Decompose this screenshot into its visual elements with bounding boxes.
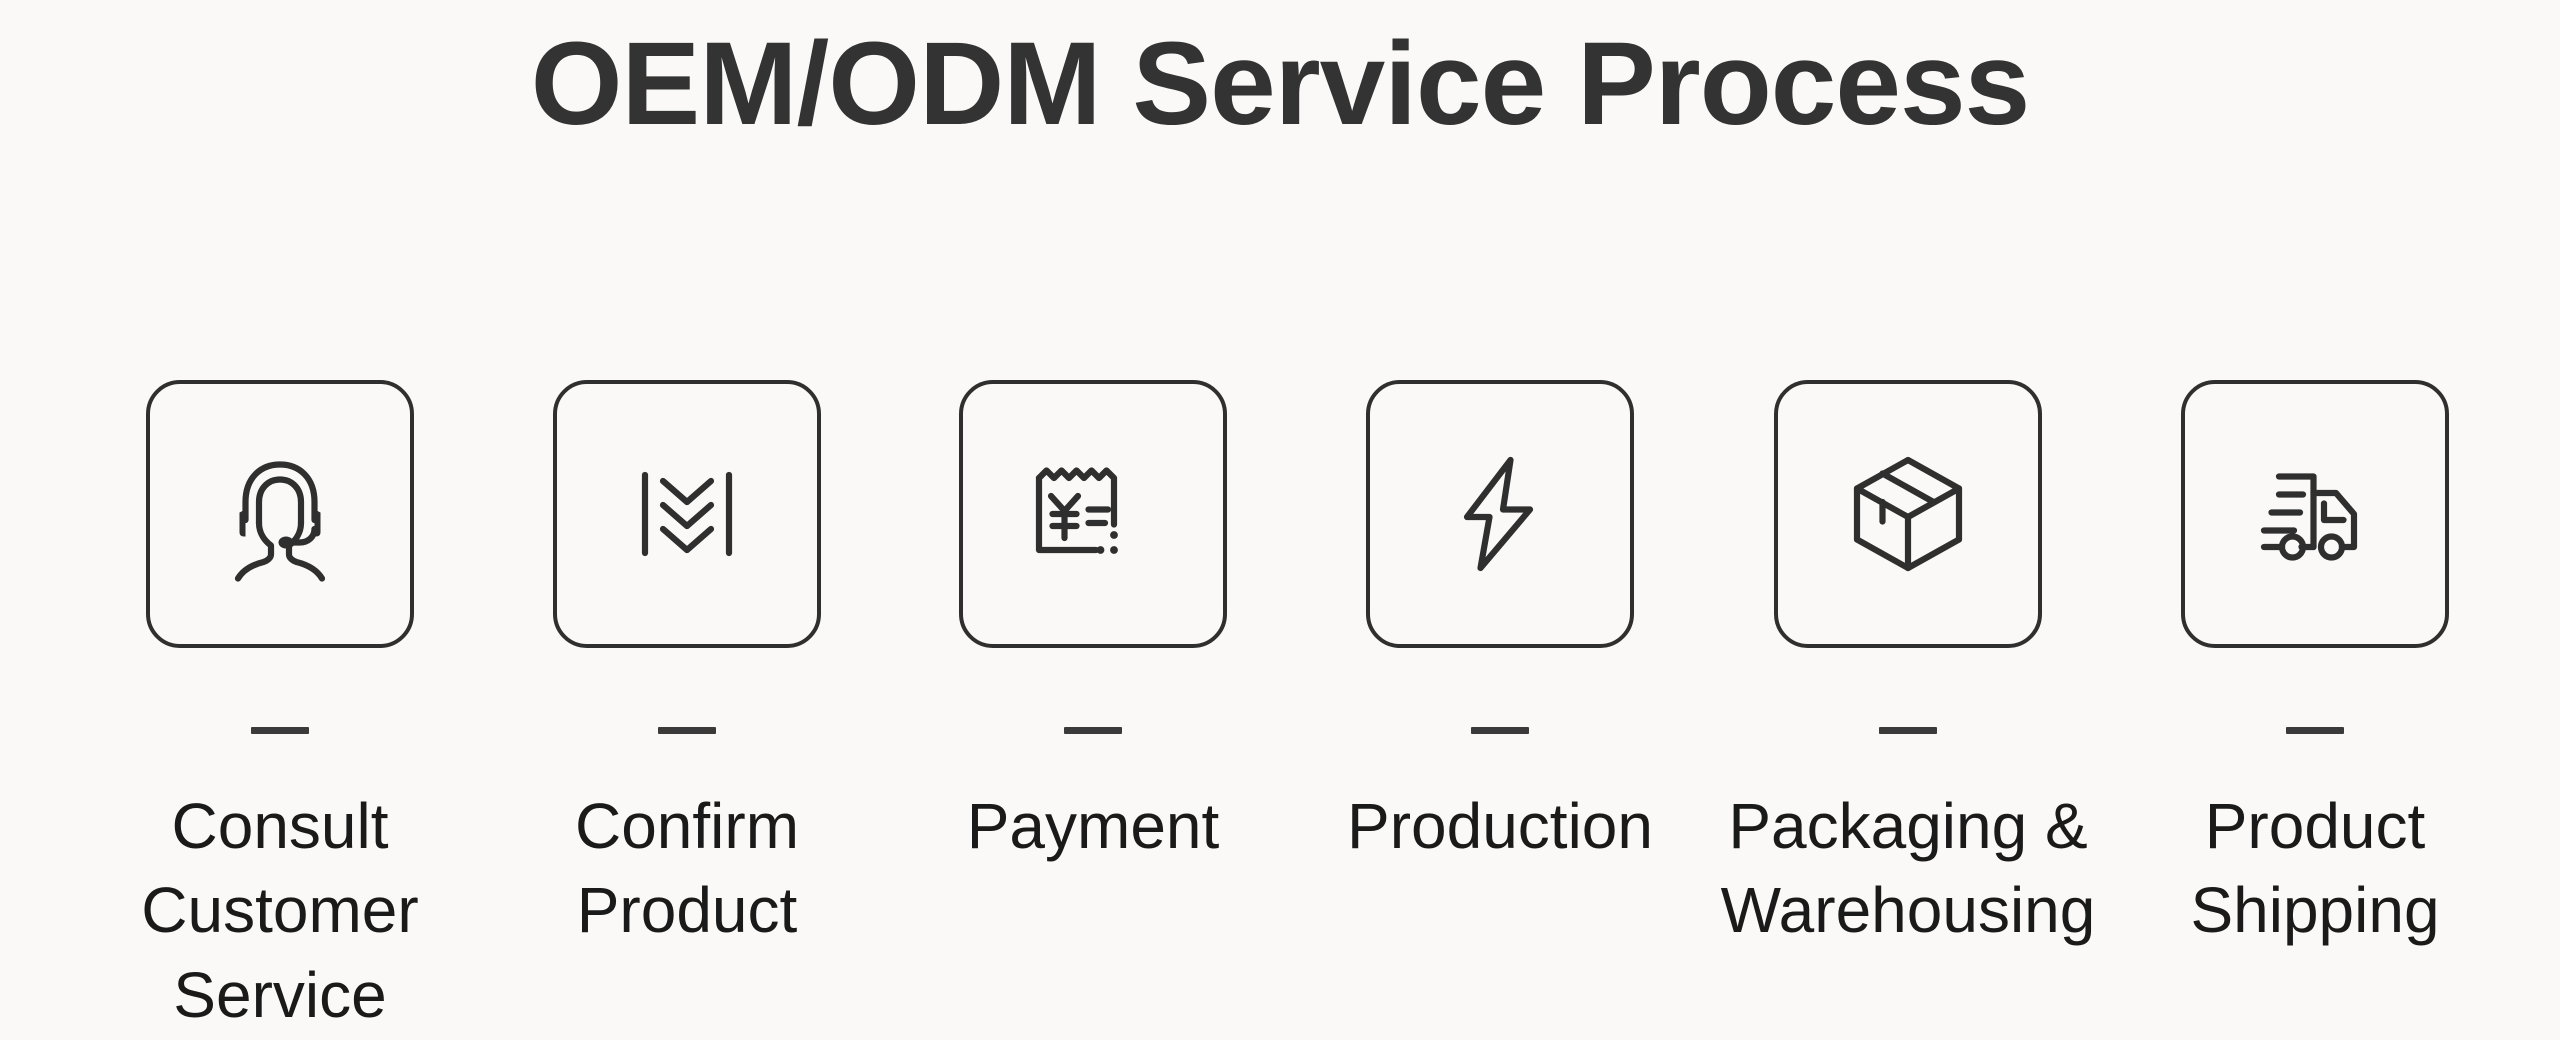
process-step-packaging-warehousing[interactable]: Packaging & Warehousing [1721,380,2095,953]
icon-card-2[interactable] [553,380,821,648]
step-label-1: Consult Customer Service [141,790,419,1031]
step-divider-2 [658,727,716,734]
step-divider-1 [251,727,309,734]
step-divider-4 [1471,727,1529,734]
icon-card-4[interactable] [1366,380,1634,648]
step-label-6: Product Shipping [2190,790,2440,947]
confirm-product-chevrons-icon [612,439,762,589]
step-label-4: Production [1347,790,1653,862]
step-divider-5 [1879,727,1937,734]
step-divider-3 [1064,727,1122,734]
step-label-3: Payment [966,790,1220,862]
delivery-truck-icon [2240,439,2390,589]
process-step-consult-customer-service[interactable]: Consult Customer Service [141,380,419,1037]
page-title: OEM/ODM Service Process [530,18,2031,150]
process-step-confirm-product[interactable]: Confirm Product [553,380,821,953]
step-divider-6 [2286,727,2344,734]
process-step-product-shipping[interactable]: Product Shipping [2181,380,2449,953]
icon-card-5[interactable] [1774,380,2042,648]
process-step-production[interactable]: Production [1347,380,1653,868]
package-box-icon [1833,439,1983,589]
icon-card-1[interactable] [146,380,414,648]
icon-card-6[interactable] [2181,380,2449,648]
process-step-payment[interactable]: Payment [959,380,1227,868]
step-label-5: Packaging & Warehousing [1720,790,2096,947]
step-label-2: Confirm Product [574,790,800,947]
headset-customer-service-icon [205,439,355,589]
process-steps-row: Consult Customer Service Confirm Product [141,380,2449,1037]
lightning-bolt-production-icon [1425,439,1575,589]
icon-card-3[interactable] [959,380,1227,648]
payment-receipt-yen-icon [1018,439,1168,589]
